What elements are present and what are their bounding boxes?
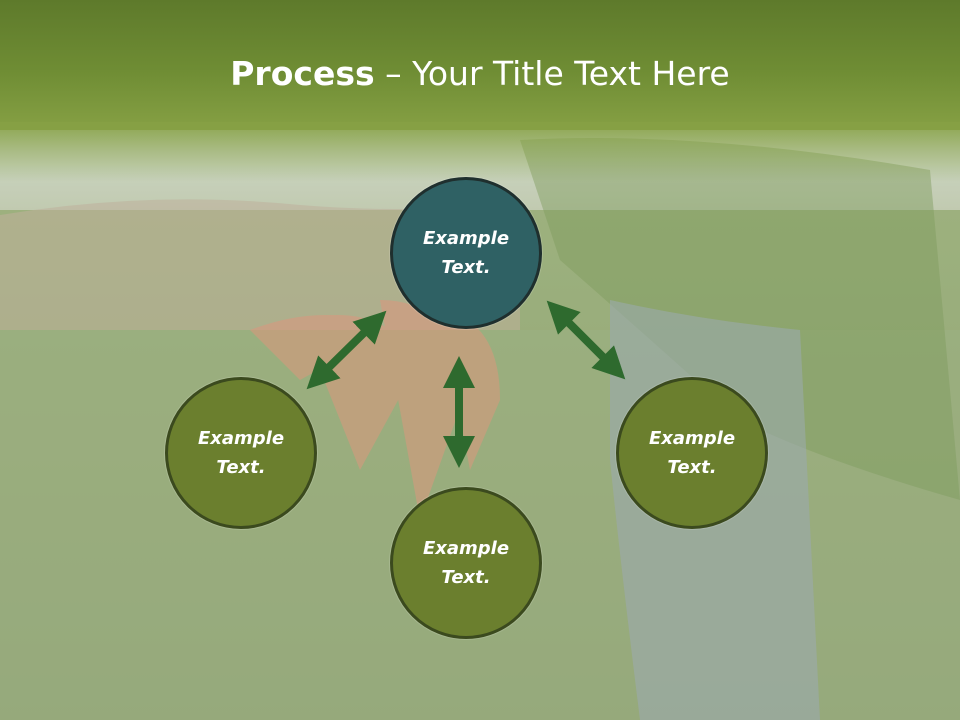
title-bar-fade [0, 122, 960, 182]
process-node-left[interactable]: Example Text. [165, 377, 317, 529]
slide-title-bold: Process [230, 54, 375, 93]
title-bar [0, 0, 960, 130]
process-node-bottom[interactable]: Example Text. [390, 487, 542, 639]
slide-title: Process – Your Title Text Here [0, 52, 960, 96]
process-node-top-label: Example Text. [422, 228, 510, 278]
process-node-right-label: Example Text. [648, 428, 736, 478]
process-node-bottom-label: Example Text. [422, 538, 510, 588]
slide-title-rest: – Your Title Text Here [374, 54, 730, 93]
process-node-right[interactable]: Example Text. [616, 377, 768, 529]
process-node-left-label: Example Text. [197, 428, 285, 478]
process-node-top[interactable]: Example Text. [390, 177, 542, 329]
